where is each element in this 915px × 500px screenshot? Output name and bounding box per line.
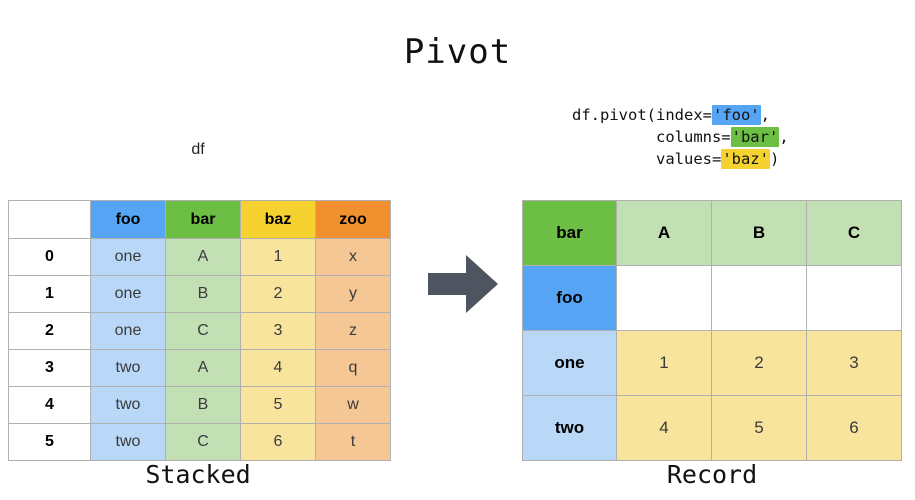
cell-bar-3: A xyxy=(165,349,241,387)
transform-arrow-icon xyxy=(428,255,498,313)
stacked-dataframe-table: foo bar baz zoo 0 one A 1 x 1 one B 2 y … xyxy=(8,200,391,461)
table-columns-header-row: bar A B C xyxy=(522,200,902,266)
cell-baz-5: 6 xyxy=(240,423,316,461)
source-table-caption: df xyxy=(191,141,205,158)
row-index-5: 5 xyxy=(8,423,91,461)
cell-bar-1: B xyxy=(165,275,241,313)
header-column-c: C xyxy=(806,200,902,266)
table-row: 1 one B 2 y xyxy=(8,275,391,313)
header-foo: foo xyxy=(90,200,166,239)
code-highlight-index-foo: 'foo' xyxy=(711,105,761,125)
cell-bar-0: A xyxy=(165,238,241,276)
record-label: Record xyxy=(666,460,758,489)
stacked-label: Stacked xyxy=(145,460,251,489)
row-index-1: 1 xyxy=(8,275,91,313)
cell-bar-4: B xyxy=(165,386,241,424)
cell-baz-4: 5 xyxy=(240,386,316,424)
cell-zoo-4: w xyxy=(315,386,391,424)
header-index-blank xyxy=(8,200,91,239)
cell-one-c: 3 xyxy=(806,330,902,396)
cell-two-c: 6 xyxy=(806,395,902,461)
header-columns-name-bar: bar xyxy=(522,200,617,266)
cell-two-b: 5 xyxy=(711,395,807,461)
row-index-2: 2 xyxy=(8,312,91,350)
row-index-one: one xyxy=(522,330,617,396)
table-row: 0 one A 1 x xyxy=(8,238,391,276)
cell-zoo-1: y xyxy=(315,275,391,313)
cell-two-a: 4 xyxy=(616,395,712,461)
cell-bar-5: C xyxy=(165,423,241,461)
header-column-a: A xyxy=(616,200,712,266)
cell-zoo-3: q xyxy=(315,349,391,387)
table-row: 3 two A 4 q xyxy=(8,349,391,387)
blank-cell-b xyxy=(711,265,807,331)
header-baz: baz xyxy=(240,200,316,239)
blank-cell-c xyxy=(806,265,902,331)
cell-baz-1: 2 xyxy=(240,275,316,313)
table-row: 5 two C 6 t xyxy=(8,423,391,461)
table-row: 2 one C 3 z xyxy=(8,312,391,350)
cell-foo-1: one xyxy=(90,275,166,313)
cell-zoo-2: z xyxy=(315,312,391,350)
cell-baz-2: 3 xyxy=(240,312,316,350)
table-header-row: foo bar baz zoo xyxy=(8,200,391,239)
cell-foo-0: one xyxy=(90,238,166,276)
table-index-name-row: foo xyxy=(522,265,902,331)
header-column-b: B xyxy=(711,200,807,266)
blank-cell-a xyxy=(616,265,712,331)
row-index-4: 4 xyxy=(8,386,91,424)
code-highlight-values-baz: 'baz' xyxy=(721,149,770,169)
code-line3-suffix: ) xyxy=(769,150,780,168)
row-index-two: two xyxy=(522,395,617,461)
code-line2-prefix: columns= xyxy=(572,128,731,146)
row-index-0: 0 xyxy=(8,238,91,276)
code-line1-suffix: , xyxy=(760,106,770,124)
code-line1-prefix: df.pivot(index= xyxy=(572,106,712,124)
cell-bar-2: C xyxy=(165,312,241,350)
cell-baz-3: 4 xyxy=(240,349,316,387)
code-line3-prefix: values= xyxy=(572,150,722,168)
header-bar: bar xyxy=(165,200,241,239)
cell-one-a: 1 xyxy=(616,330,712,396)
cell-baz-0: 1 xyxy=(240,238,316,276)
cell-foo-3: two xyxy=(90,349,166,387)
pivot-code-snippet: df.pivot(index='foo', columns='bar', val… xyxy=(572,104,789,170)
cell-foo-4: two xyxy=(90,386,166,424)
cell-zoo-5: t xyxy=(315,423,391,461)
header-index-name-foo: foo xyxy=(522,265,617,331)
cell-one-b: 2 xyxy=(711,330,807,396)
row-index-3: 3 xyxy=(8,349,91,387)
code-highlight-columns-bar: 'bar' xyxy=(730,127,780,147)
page-title: Pivot xyxy=(403,32,512,72)
cell-zoo-0: x xyxy=(315,238,391,276)
table-row: one 1 2 3 xyxy=(522,330,902,396)
table-row: two 4 5 6 xyxy=(522,395,902,461)
cell-foo-2: one xyxy=(90,312,166,350)
header-zoo: zoo xyxy=(315,200,391,239)
code-line2-suffix: , xyxy=(779,128,789,146)
table-row: 4 two B 5 w xyxy=(8,386,391,424)
cell-foo-5: two xyxy=(90,423,166,461)
record-dataframe-table: bar A B C foo one 1 2 3 two 4 5 6 xyxy=(522,200,902,461)
